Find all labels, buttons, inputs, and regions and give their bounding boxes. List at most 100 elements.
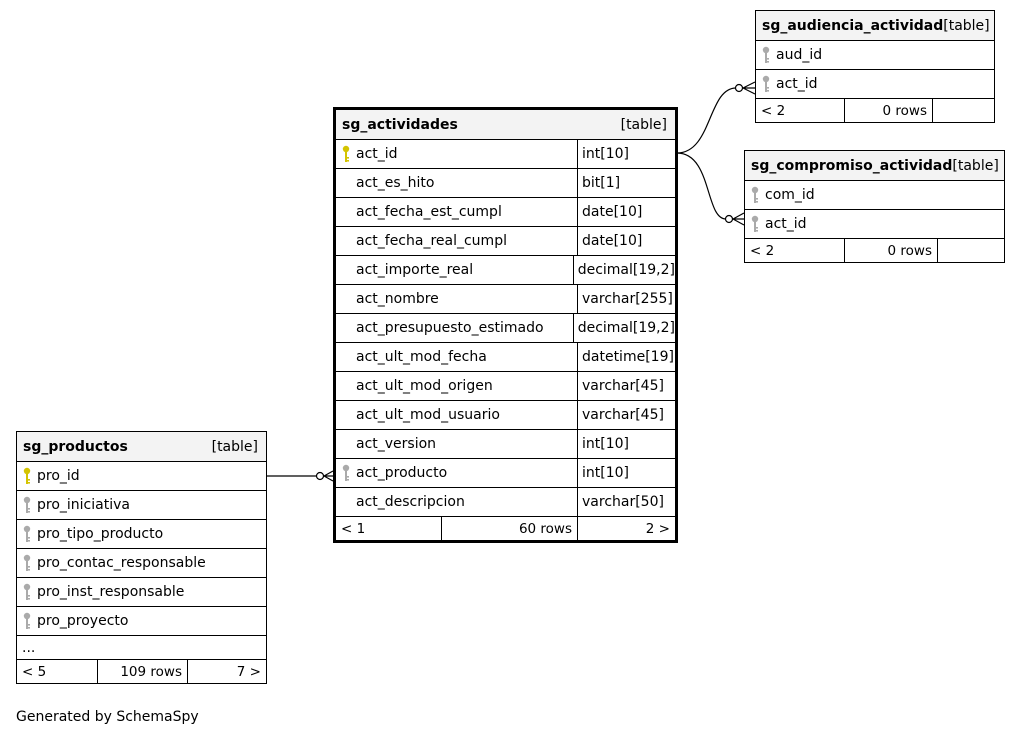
key-slot [17,612,37,630]
column-name-cell: act_id [756,70,994,98]
column-row[interactable]: pro_iniciativa [17,491,266,520]
table-header: sg_productos [table] [17,432,266,462]
column-type: bit[1] [577,169,675,197]
column-name: pro_proyecto [37,613,129,629]
column-name-cell: act_presupuesto_estimado [336,314,573,342]
table-header: sg_compromiso_actividad [table] [745,151,1004,181]
column-name-cell: pro_tipo_producto [17,520,266,548]
column-name-cell: aud_id [756,41,994,69]
row-count: 60 rows [441,517,577,540]
column-name: act_fecha_est_cumpl [356,204,502,220]
edge-crowfoot [323,470,334,482]
column-row[interactable]: act_es_hito bit[1] [336,169,675,198]
column-name: pro_contac_responsable [37,555,206,571]
edge-crowfoot [732,212,745,226]
column-name: act_id [765,216,807,232]
column-row[interactable]: pro_contac_responsable [17,549,266,578]
children-count[interactable]: 7 > [187,660,266,683]
column-name: aud_id [776,47,823,63]
table-header: sg_actividades [table] [336,110,675,140]
parents-count[interactable]: < 5 [22,663,47,680]
key-slot [17,525,37,543]
table-header: sg_audiencia_actividad [table] [756,11,994,41]
column-name: act_producto [356,465,448,481]
foreign-key-icon [751,186,759,204]
table-name[interactable]: sg_productos [23,438,128,455]
column-row[interactable]: pro_id [17,462,266,491]
column-name: pro_id [37,468,80,484]
table-name[interactable]: sg_audiencia_actividad [762,17,944,34]
column-name-cell: act_fecha_real_cumpl [336,227,577,255]
column-row[interactable]: act_descripcion varchar[50] [336,488,675,517]
table-footer: < 5 109 rows 7 > [17,660,266,683]
children-count[interactable]: 2 > [577,517,675,540]
column-row[interactable]: aud_id [756,41,994,70]
column-row[interactable]: com_id [745,181,1004,210]
column-type: date[10] [577,227,675,255]
column-name: pro_tipo_producto [37,526,164,542]
key-slot [756,46,776,64]
column-type: decimal[19,2] [572,314,675,342]
generated-by-note: Generated by SchemaSpy [16,709,199,725]
column-name-cell: com_id [745,181,1004,209]
column-name: act_descripcion [356,494,465,510]
parents-count[interactable]: < 2 [750,242,775,259]
column-name: act_presupuesto_estimado [356,320,544,336]
column-name: pro_inst_responsable [37,584,185,600]
children-count [937,239,1004,262]
column-type: varchar[255] [577,285,675,313]
table-footer: < 2 0 rows [745,239,1004,262]
column-row[interactable]: pro_proyecto [17,607,266,636]
column-row[interactable]: pro_inst_responsable [17,578,266,607]
column-row[interactable]: act_id [745,210,1004,239]
table-name[interactable]: sg_compromiso_actividad [751,157,953,174]
key-slot [336,145,356,163]
column-row[interactable]: act_nombre varchar[255] [336,285,675,314]
column-name: act_ult_mod_fecha [356,349,487,365]
column-type: varchar[50] [577,488,675,516]
parents-count[interactable]: < 2 [761,102,786,119]
parents-count[interactable]: < 1 [341,520,366,537]
foreign-key-icon [23,525,31,543]
children-count [932,99,994,122]
column-name-cell: act_importe_real [336,256,573,284]
column-name-cell: act_id [336,140,577,168]
column-name-cell: act_ult_mod_fecha [336,343,577,371]
column-row[interactable]: act_presupuesto_estimado decimal[19,2] [336,314,675,343]
edge-circle [315,471,325,481]
column-name: act_nombre [356,291,439,307]
column-name: act_ult_mod_usuario [356,407,500,423]
column-name-cell: act_producto [336,459,577,487]
column-name-cell: act_descripcion [336,488,577,516]
column-name-cell: act_ult_mod_origen [336,372,577,400]
row-count: 0 rows [844,99,932,122]
key-slot [17,554,37,572]
table-type: [table] [620,116,667,133]
column-name: act_es_hito [356,175,435,191]
column-row[interactable]: pro_tipo_producto [17,520,266,549]
more-columns: ... [17,636,266,660]
column-name: act_id [356,146,398,162]
column-row[interactable]: act_id [756,70,994,99]
foreign-key-icon [751,215,759,233]
table-sg-productos[interactable]: sg_productos [table] pro_id pro_iniciativ… [16,431,267,684]
key-slot [756,75,776,93]
table-name[interactable]: sg_actividades [342,116,458,133]
edge-circle [724,214,734,224]
table-type: [table] [943,17,990,34]
key-slot [745,186,765,204]
edge-crowfoot [742,81,756,95]
